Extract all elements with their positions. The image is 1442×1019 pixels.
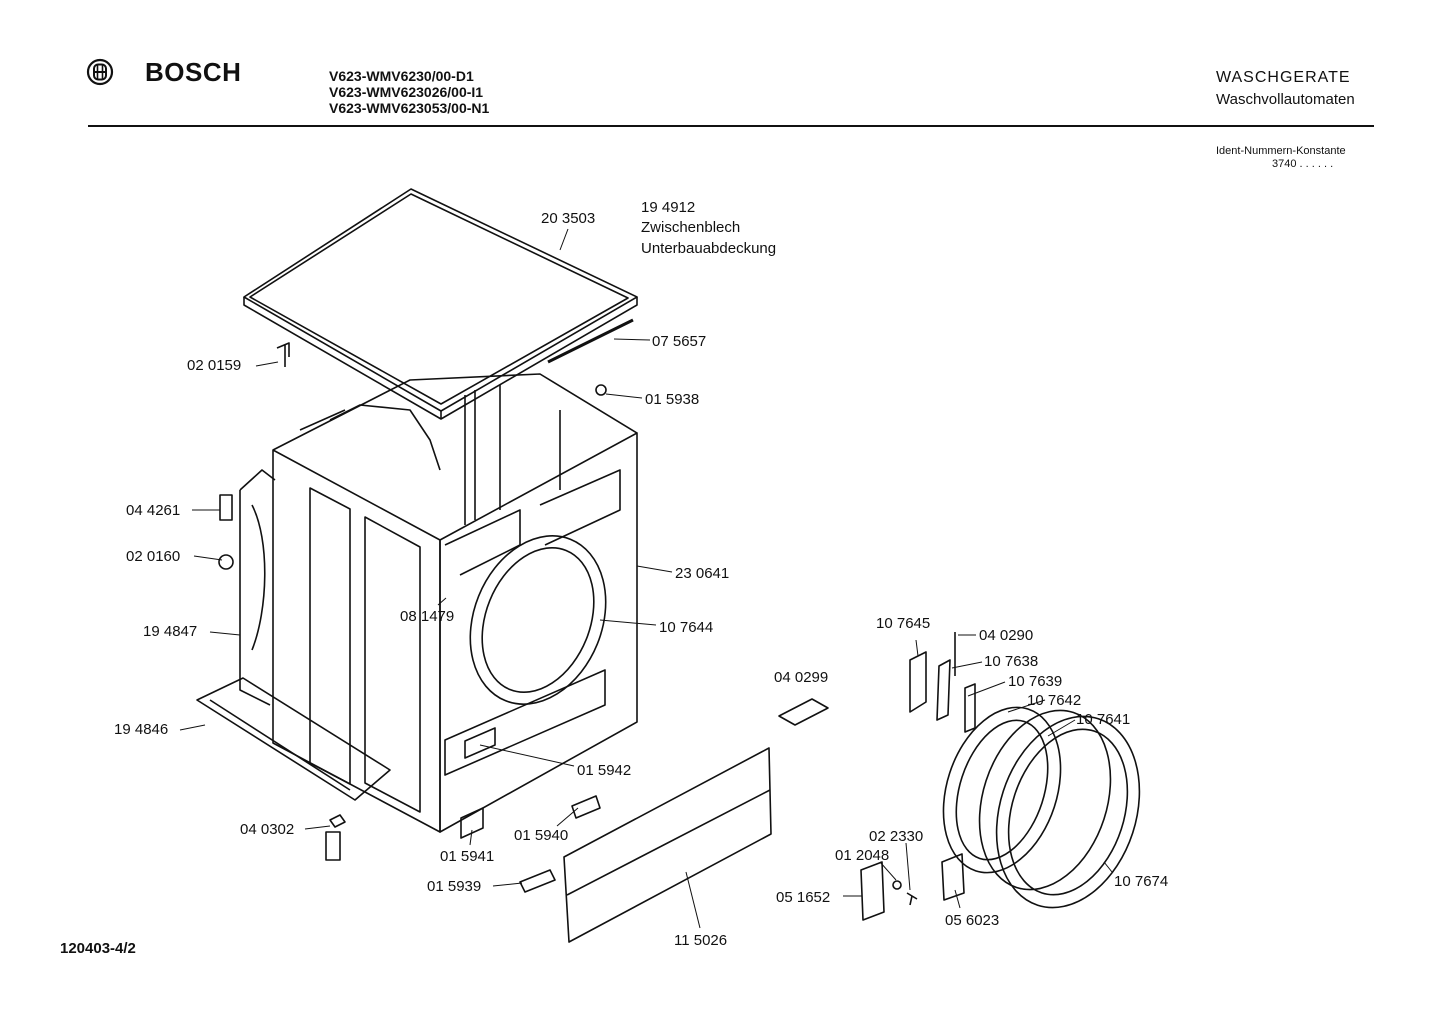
part-label: 01 5942 (577, 762, 632, 779)
part-label: 20 3503 (541, 210, 596, 227)
brand-name: BOSCH (145, 57, 242, 87)
note-line-2: Unterbauabdeckung (641, 240, 777, 257)
part-label: 04 0299 (774, 669, 829, 686)
part-label: 11 5026 (674, 932, 728, 949)
part-label: 10 7638 (984, 653, 1039, 670)
part-label: 04 0302 (240, 821, 295, 838)
plate-part (778, 698, 829, 726)
door-lock-part (860, 861, 885, 921)
model-line-1: V623-WMV6230/00-D1 (329, 68, 474, 84)
model-line-3: V623-WMV623053/00-N1 (329, 100, 490, 116)
part-label: 01 5941 (440, 848, 495, 865)
bosch-logo-icon (86, 58, 114, 86)
top-cover-part (243, 188, 638, 420)
part-label: 02 0160 (126, 548, 181, 565)
note-part-number: 19 4912 (641, 199, 696, 216)
part-label: 02 2330 (869, 828, 924, 845)
part-label: 07 5657 (652, 333, 707, 350)
part-label: 10 7645 (876, 615, 931, 632)
part-label: 10 7642 (1027, 692, 1082, 709)
model-line-2: V623-WMV623026/00-I1 (329, 84, 484, 100)
part-label: 01 5940 (514, 827, 569, 844)
ident-value: 3740 . . . . . . (1272, 158, 1334, 170)
category-subtitle: Waschvollautomaten (1216, 91, 1355, 108)
part-label: 19 4846 (114, 721, 169, 738)
part-label: 01 5939 (427, 878, 482, 895)
part-label: 01 5938 (645, 391, 700, 408)
side-panel-part (239, 469, 276, 706)
cabinet-frame-part (272, 373, 638, 833)
part-label: 08 1479 (400, 608, 455, 625)
part-label: 10 7644 (659, 619, 714, 636)
part-label: 23 0641 (675, 565, 730, 582)
part-label: 10 7639 (1008, 673, 1063, 690)
note-line-1: Zwischenblech (641, 219, 741, 236)
drawing-number: 120403-4/2 (60, 940, 136, 957)
part-label: 19 4847 (143, 623, 198, 640)
part-label: 02 0159 (187, 357, 242, 374)
strip-part (547, 318, 634, 364)
part-label: 01 2048 (835, 847, 890, 864)
part-label: 10 7641 (1076, 711, 1131, 728)
part-label: 05 6023 (945, 912, 1000, 929)
category-title: WASCHGERATE (1216, 69, 1351, 86)
hinge-parts (909, 632, 976, 733)
header-divider (88, 125, 1374, 127)
ident-label: Ident-Nummern-Konstante (1216, 145, 1346, 157)
door-catch-part (941, 853, 965, 901)
door-rings-part (942, 706, 1141, 909)
base-frame-part (196, 677, 391, 801)
part-label: 05 1652 (776, 889, 831, 906)
part-label: 04 4261 (126, 502, 181, 519)
part-label: 04 0290 (979, 627, 1034, 644)
plinth-panel-part (563, 747, 772, 943)
part-label: 10 7674 (1114, 873, 1169, 890)
small-fasteners (218, 342, 918, 906)
